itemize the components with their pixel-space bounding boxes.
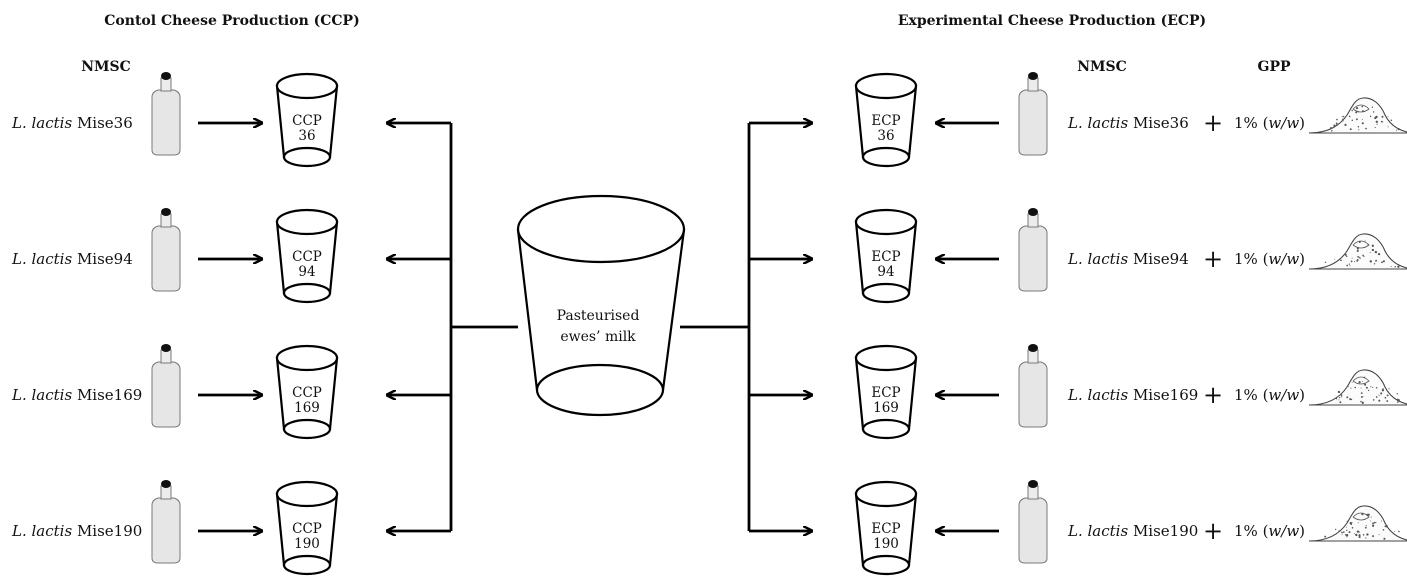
strain-name: Mise36 [77, 114, 133, 132]
control-strain-label: L. lactis Mise36 [11, 114, 133, 132]
strain-genus: L. lactis [1067, 386, 1128, 404]
culture-bottle-icon [1018, 208, 1048, 292]
gpp-dose-label: 1% (w/w) [1234, 386, 1305, 404]
strain-name: Mise94 [1133, 250, 1189, 268]
plus-sign: + [1203, 381, 1223, 409]
grape-pomace-powder-icon [1308, 505, 1407, 542]
cup-code-label: CCP [292, 521, 322, 537]
cup-number-label: 94 [298, 264, 315, 280]
cup-number-label: 36 [298, 128, 315, 144]
cup-code-label: ECP [871, 113, 900, 129]
distribution-lines [449, 123, 751, 531]
cup-number-label: 190 [294, 536, 320, 552]
culture-bottle-icon [151, 480, 181, 564]
culture-bottle-icon [151, 344, 181, 428]
cup-number-label: 169 [873, 400, 899, 416]
gpp-header: GPP [1257, 59, 1290, 75]
plus-sign: + [1203, 245, 1223, 273]
culture-bottle-icon [151, 208, 181, 292]
grape-pomace-powder-icon [1308, 97, 1407, 134]
strain-genus: L. lactis [1067, 522, 1128, 540]
gpp-dose-label: 1% (w/w) [1234, 250, 1305, 268]
strain-name: Mise94 [77, 250, 133, 268]
control-production-title: Contol Cheese Production (CCP) [104, 13, 359, 29]
strain-genus: L. lactis [1067, 114, 1128, 132]
nmsc-header-right: NMSC [1077, 59, 1127, 75]
experimental-production-title: Experimental Cheese Production (ECP) [898, 13, 1206, 29]
cup-code-label: ECP [871, 385, 900, 401]
culture-bottle-icon [151, 72, 181, 156]
plus-sign: + [1203, 517, 1223, 545]
experimental-strain-label: L. lactis Mise36 [1067, 114, 1189, 132]
culture-bottle-icon [1018, 344, 1048, 428]
strain-name: Mise190 [77, 522, 142, 540]
cup-number-label: 169 [294, 400, 320, 416]
cup-number-label: 94 [877, 264, 894, 280]
cup-code-label: CCP [292, 249, 322, 265]
strain-genus: L. lactis [11, 114, 72, 132]
strain-name: Mise169 [77, 386, 142, 404]
cup-number-label: 36 [877, 128, 894, 144]
strain-name: Mise169 [1133, 386, 1198, 404]
strain-genus: L. lactis [11, 386, 72, 404]
culture-bottle-icon [1018, 480, 1048, 564]
milk-vat-label-line2: ewes’ milk [560, 329, 636, 345]
nmsc-header-left: NMSC [81, 59, 131, 75]
gpp-dose-label: 1% (w/w) [1234, 522, 1305, 540]
experimental-strain-label: L. lactis Mise169 [1067, 386, 1198, 404]
experimental-strain-label: L. lactis Mise94 [1067, 250, 1189, 268]
milk-vat: Pasteurised ewes’ milk [516, 194, 686, 417]
cup-code-label: ECP [871, 249, 900, 265]
culture-bottle-icon [1018, 72, 1048, 156]
control-strain-label: L. lactis Mise190 [11, 522, 142, 540]
strain-name: Mise190 [1133, 522, 1198, 540]
strain-genus: L. lactis [11, 250, 72, 268]
strain-genus: L. lactis [11, 522, 72, 540]
experimental-strain-label: L. lactis Mise190 [1067, 522, 1198, 540]
cup-number-label: 190 [873, 536, 899, 552]
cup-code-label: ECP [871, 521, 900, 537]
gpp-dose-label: 1% (w/w) [1234, 114, 1305, 132]
control-strain-label: L. lactis Mise169 [11, 386, 142, 404]
milk-vat-label-line1: Pasteurised [557, 308, 640, 324]
grape-pomace-powder-icon [1308, 233, 1407, 270]
control-strain-label: L. lactis Mise94 [11, 250, 133, 268]
cup-code-label: CCP [292, 385, 322, 401]
cup-code-label: CCP [292, 113, 322, 129]
grape-pomace-powder-icon [1308, 369, 1407, 406]
plus-sign: + [1203, 109, 1223, 137]
strain-genus: L. lactis [1067, 250, 1128, 268]
strain-name: Mise36 [1133, 114, 1189, 132]
